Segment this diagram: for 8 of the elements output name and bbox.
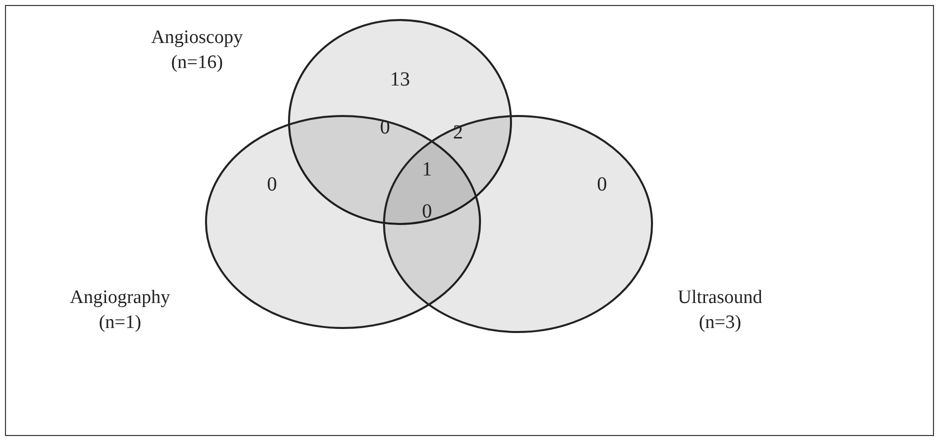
region-count: 13 [390, 68, 410, 92]
region-count: 0 [267, 174, 277, 196]
set-label: Angiography (n=1) [68, 286, 172, 335]
region-count: 0 [597, 174, 607, 196]
region-count: 0 [422, 200, 432, 224]
region-count: 1 [422, 158, 432, 182]
set-label: Angioscopy (n=16) [150, 26, 244, 75]
set-label: Ultrasound (n=3) [676, 286, 764, 335]
